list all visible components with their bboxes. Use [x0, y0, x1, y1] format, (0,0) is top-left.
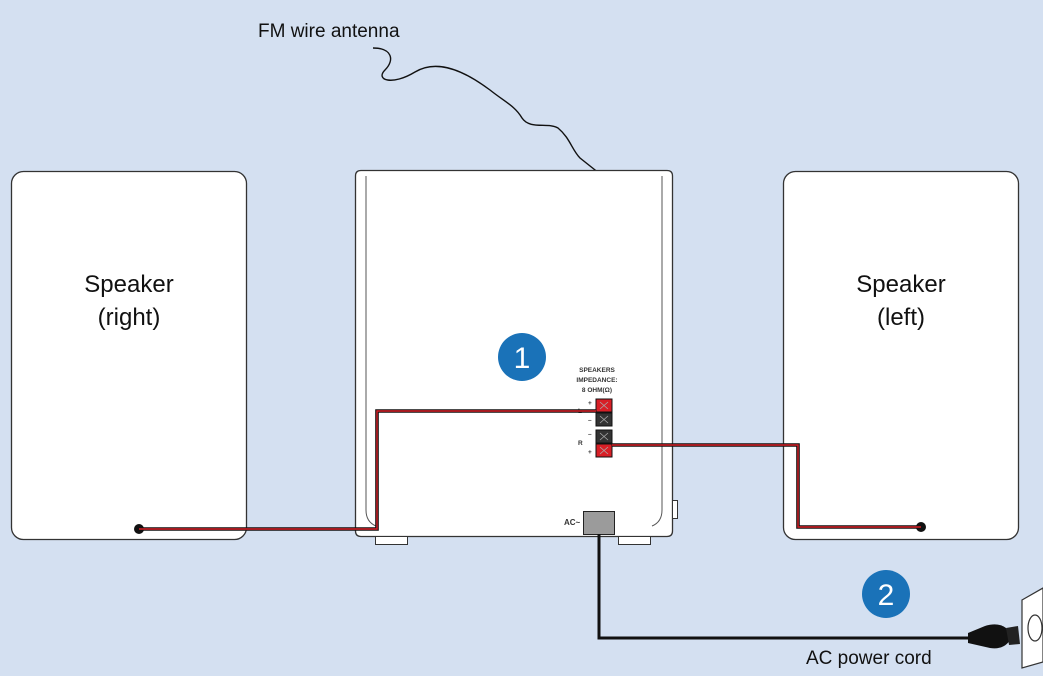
unit-foot-right — [618, 536, 651, 545]
speaker-left-label-line1: Speaker — [856, 271, 945, 298]
ac-socket — [583, 511, 615, 535]
ac-power-cord — [597, 534, 975, 640]
speakers-panel-ohm: 8 OHM(Ω) — [582, 387, 612, 394]
step-1-number: 1 — [514, 342, 531, 375]
speaker-left-label-line2: (left) — [877, 304, 925, 331]
antenna-label: FM wire antenna — [258, 21, 400, 42]
speakers-panel-title: SPEAKERS — [579, 367, 615, 374]
ac-socket-label: AC~ — [564, 518, 581, 527]
terminal-r-plus-sign: + — [588, 449, 592, 456]
speakers-panel-impedance: IMPEDANCE: — [576, 377, 617, 384]
terminal-r-minus-sign: – — [588, 431, 592, 438]
terminal-l-plus-sign: + — [588, 400, 592, 407]
fm-antenna-wire — [372, 47, 625, 194]
speaker-right-label-line2: (right) — [98, 304, 161, 331]
ac-plug — [968, 624, 1020, 649]
speaker-right-label-line1: Speaker — [84, 271, 173, 298]
step-2-number: 2 — [878, 579, 895, 612]
power-cord-label: AC power cord — [806, 648, 932, 669]
terminal-l-minus-sign: – — [588, 417, 592, 424]
wall-outlet — [1021, 587, 1043, 669]
wire-right-speaker — [139, 409, 596, 531]
speaker-left: Speaker (left) — [782, 170, 1020, 541]
speaker-right: Speaker (right) — [10, 170, 248, 541]
wire-left-speaker — [612, 443, 921, 529]
unit-foot-left — [375, 536, 408, 545]
terminal-r-channel: R — [578, 440, 583, 447]
step-1-badge: 1 — [498, 333, 546, 381]
step-2-badge: 2 — [862, 570, 910, 618]
